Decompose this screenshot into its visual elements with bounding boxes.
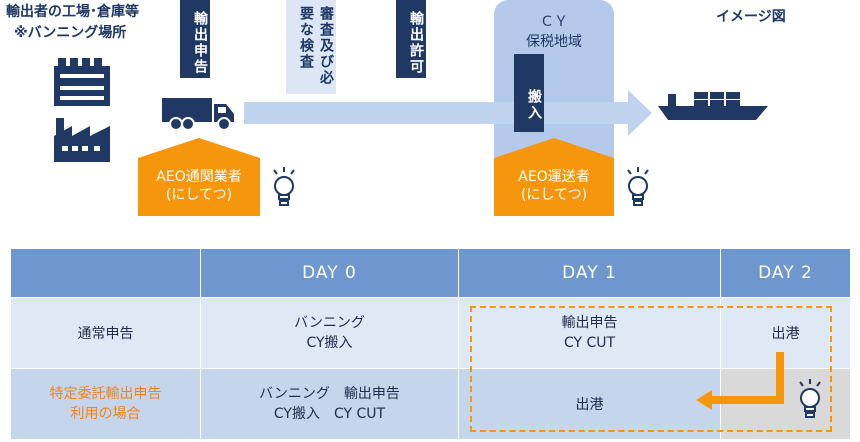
step-inspection: 審査及び必要な検査 — [286, 0, 336, 94]
cy-title: ＣＹ 保税地域 — [494, 12, 614, 52]
normal-day0-line1: バンニング — [294, 315, 365, 331]
special-label-line2: 利用の場合 — [70, 406, 141, 422]
normal-day1: 輸出申告 CY CUT — [458, 297, 721, 369]
special-day0-line2: CY搬入 CY CUT — [273, 406, 386, 422]
truck-icon — [162, 98, 234, 131]
factory-title-line1: 輸出者の工場･倉庫等 — [6, 4, 139, 20]
factory-title-line2: ※バンニング場所 — [14, 25, 127, 41]
step-inspection-label: 審査及び必要な検査 — [298, 6, 334, 86]
lightbulb-icon — [627, 167, 649, 206]
cy-title-line2: 保税地域 — [526, 34, 582, 50]
normal-day0: バンニング CY搬入 — [200, 297, 459, 369]
row-label-normal: 通常申告 — [10, 297, 201, 369]
aeo-broker-line1: AEO通関業者 — [156, 169, 242, 185]
header-empty — [10, 248, 201, 298]
normal-day2: 出港 — [720, 297, 851, 369]
header-day0: DAY 0 — [200, 248, 459, 298]
aeo-carrier-label: AEO運送者 (にしてつ) — [494, 168, 614, 204]
ship-icon — [658, 92, 768, 120]
aeo-broker-house — [138, 138, 260, 216]
shift-arrow — [696, 352, 784, 410]
lightbulb-icon — [799, 379, 821, 418]
table-row: 通常申告 バンニング CY搬入 輸出申告 CY CUT 出港 — [10, 297, 851, 369]
step-carry-in-label: 搬入 — [526, 89, 542, 121]
special-day1: 出港 — [458, 368, 721, 440]
schedule-header-row: DAY 0 DAY 1 DAY 2 — [10, 248, 851, 298]
normal-day1-line1: 輸出申告 — [561, 315, 618, 331]
factory-icon — [54, 118, 110, 162]
step-export-declaration: 輸出申告 — [180, 0, 210, 78]
normal-day1-line2: CY CUT — [563, 335, 616, 351]
aeo-carrier-house — [494, 138, 614, 216]
flow-arrow — [244, 90, 652, 136]
factory-icon — [54, 58, 110, 106]
factory-title: 輸出者の工場･倉庫等 ※バンニング場所 — [6, 2, 139, 44]
aeo-carrier-line2: (にしてつ) — [520, 187, 588, 203]
header-day2: DAY 2 — [720, 248, 851, 298]
aeo-broker-label: AEO通関業者 (にしてつ) — [138, 168, 260, 204]
aeo-carrier-line1: AEO運送者 — [518, 169, 590, 185]
step-export-permit-label: 輸出許可 — [408, 11, 424, 75]
aeo-broker-line2: (にしてつ) — [165, 187, 233, 203]
time-saving-frame — [470, 306, 832, 432]
image-caption: イメージ図 — [716, 9, 786, 25]
step-export-permit: 輸出許可 — [396, 0, 426, 78]
cy-title-line1: ＣＹ — [540, 14, 568, 30]
step-carry-in: 搬入 — [514, 54, 544, 132]
normal-day0-line2: CY搬入 — [306, 335, 353, 351]
special-day0: バンニング 輸出申告 CY搬入 CY CUT — [200, 368, 459, 440]
lightbulb-icon — [273, 167, 295, 206]
header-day1: DAY 1 — [458, 248, 721, 298]
row-label-special: 特定委託輸出申告 利用の場合 — [10, 368, 201, 440]
step-export-declaration-label: 輸出申告 — [192, 11, 208, 75]
special-day0-line1: バンニング 輸出申告 — [259, 386, 400, 402]
special-label-line1: 特定委託輸出申告 — [49, 386, 162, 402]
